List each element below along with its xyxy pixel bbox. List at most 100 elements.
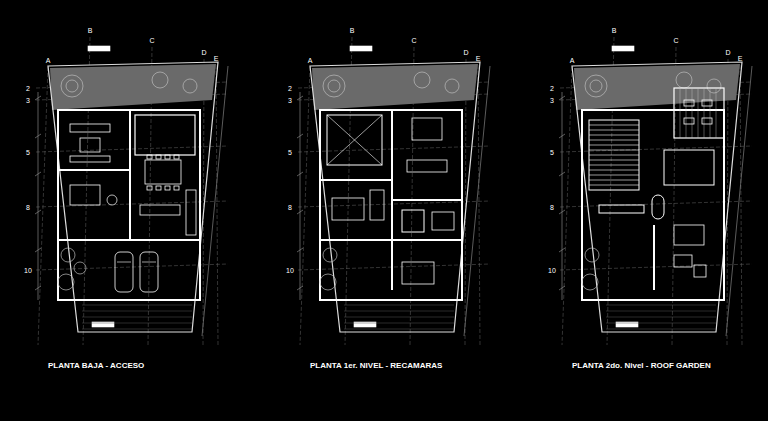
furniture (702, 100, 712, 106)
dimension-tick (297, 286, 303, 290)
grid-letter: D (463, 49, 468, 56)
furniture (674, 255, 692, 267)
wall-line (142, 262, 156, 263)
tree-symbol (66, 80, 78, 92)
grid-letter: A (570, 57, 575, 64)
scale-plate (350, 46, 372, 51)
furniture (147, 155, 152, 159)
grid-number: 3 (550, 97, 554, 104)
dimension-tick (35, 210, 41, 214)
grid-number: 10 (24, 267, 32, 274)
stair-tread (589, 145, 639, 146)
stair-tread (589, 185, 639, 186)
dimension-tick (297, 210, 303, 214)
furniture (147, 186, 152, 190)
wall-line (327, 115, 382, 165)
stair-tread (589, 130, 639, 131)
street-hatch (606, 323, 716, 324)
lot-outline (310, 62, 480, 332)
furniture (370, 190, 384, 220)
car-symbol (115, 252, 133, 292)
street-hatch (344, 317, 454, 318)
floor-plan (559, 37, 752, 345)
scale-plate (88, 46, 110, 51)
pergola-slat (686, 88, 687, 138)
building-wall (320, 110, 462, 300)
table-symbol (107, 195, 117, 205)
dimension-line (562, 92, 563, 300)
wall-line (58, 169, 130, 171)
grid-number: 5 (288, 149, 292, 156)
dimension-line (726, 66, 752, 336)
tree-symbol (320, 274, 336, 290)
tree-symbol (323, 75, 345, 97)
wall-line (320, 179, 392, 181)
grid-letter: C (411, 37, 416, 44)
grid-letter: E (738, 55, 743, 62)
bed-symbol (332, 198, 364, 220)
furniture (80, 138, 100, 152)
furniture (174, 155, 179, 159)
dimension-tick (35, 286, 41, 290)
furniture (432, 212, 454, 230)
dimension-tick (559, 96, 565, 100)
dimension-tick (297, 96, 303, 100)
furniture (70, 185, 100, 205)
grid-letter: A (308, 57, 313, 64)
street-hatch (82, 323, 192, 324)
stair-tread (589, 175, 639, 176)
grid-number: 8 (550, 204, 554, 211)
dimension-tick (559, 134, 565, 138)
grid-number: 3 (288, 97, 292, 104)
furniture (174, 186, 179, 190)
grid-number: 2 (288, 85, 292, 92)
furniture (694, 265, 706, 277)
grid-axis (465, 59, 466, 345)
stair-tread (589, 160, 639, 161)
grid-letter: B (350, 27, 355, 34)
column (652, 195, 664, 219)
grid-number: 10 (548, 267, 556, 274)
wall-line (117, 262, 131, 263)
furniture (674, 225, 704, 245)
grid-letter: B (88, 27, 93, 34)
garden-hatch (50, 64, 216, 110)
garden-hatch (574, 64, 740, 110)
pergola-slat (710, 88, 711, 138)
tree-symbol (61, 248, 75, 262)
grid-letter: D (201, 49, 206, 56)
furniture (70, 156, 110, 162)
wall-line (129, 110, 131, 240)
bed-symbol (412, 118, 442, 140)
furniture (684, 118, 694, 124)
grid-number: 10 (286, 267, 294, 274)
furniture (407, 160, 447, 172)
grid-number: 2 (550, 85, 554, 92)
stair-symbol (589, 120, 639, 190)
grid-letter: C (673, 37, 678, 44)
tree-symbol (58, 274, 74, 290)
plan-title: PLANTA 1er. NIVEL - RECAMARAS (310, 362, 442, 370)
grid-number: 5 (26, 149, 30, 156)
tree-symbol (328, 80, 340, 92)
car-symbol (140, 252, 158, 292)
wall-line (58, 239, 200, 241)
stair-tread (589, 125, 639, 126)
plan-title: PLANTA 2do. Nivel - ROOF GARDEN (572, 362, 711, 370)
grid-axis (478, 65, 480, 345)
room-wall (135, 115, 195, 155)
furniture (140, 205, 180, 215)
grid-axis (203, 59, 204, 345)
grid-number: 5 (550, 149, 554, 156)
room-wall (664, 150, 714, 185)
furniture (702, 118, 712, 124)
street-hatch (344, 323, 454, 324)
stair-tread (589, 155, 639, 156)
furniture (156, 155, 161, 159)
grid-axis (562, 67, 572, 345)
street-hatch (606, 305, 716, 306)
grid-number: 8 (26, 204, 30, 211)
tree-symbol (445, 79, 459, 93)
tree-symbol (707, 79, 721, 93)
